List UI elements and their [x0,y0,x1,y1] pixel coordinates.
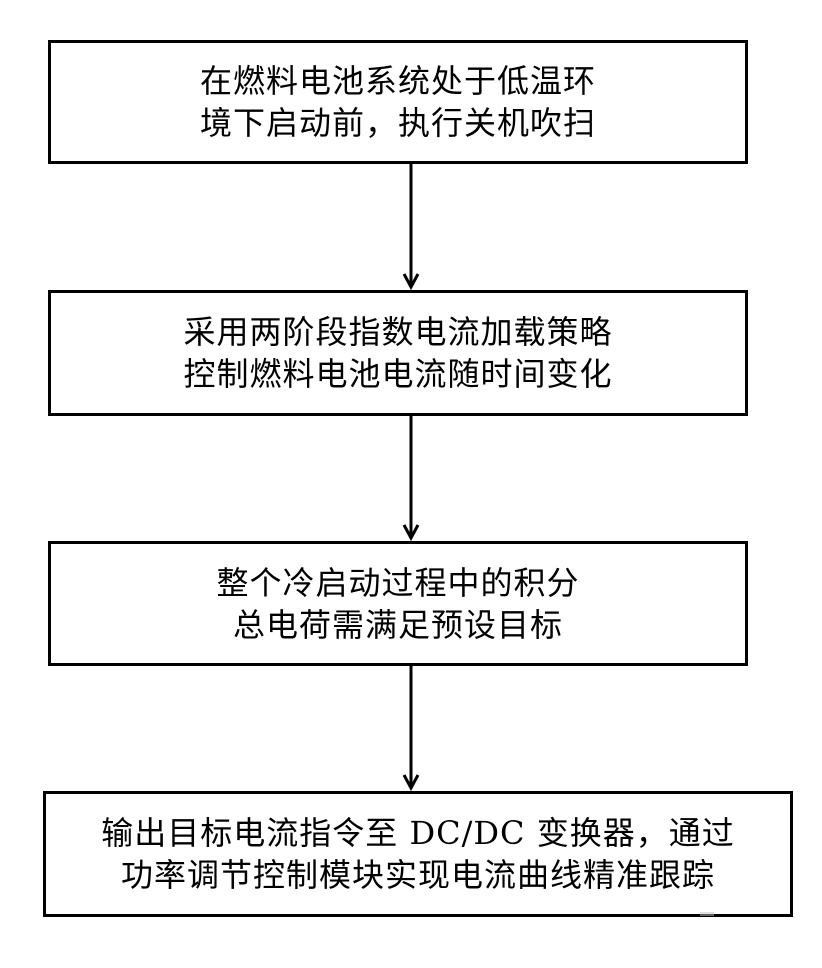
scan-artifact [700,912,714,916]
connector-arrow-1 [404,164,418,287]
flow-step-4: 输出目标电流指令至 DC/DC 变换器，通过 功率调节控制模块实现电流曲线精准跟… [43,791,793,917]
flow-step-3-line-2: 总电荷需满足预设目标 [233,604,563,646]
flow-step-4-line-2: 功率调节控制模块实现电流曲线精准跟踪 [121,854,715,896]
flow-step-3: 整个冷启动过程中的积分 总电荷需满足预设目标 [48,541,748,666]
connector-arrow-2 [404,416,418,538]
flow-step-3-line-1: 整个冷启动过程中的积分 [216,562,579,604]
connector-arrow-3 [404,666,418,788]
flow-step-1-line-2: 境下启动前，执行关机吹扫 [200,102,596,144]
flow-step-1-line-1: 在燃料电池系统处于低温环 [200,60,596,102]
flow-step-2-line-1: 采用两阶段指数电流加载策略 [183,311,612,353]
flow-step-1: 在燃料电池系统处于低温环 境下启动前，执行关机吹扫 [48,40,748,164]
flow-step-2: 采用两阶段指数电流加载策略 控制燃料电池电流随时间变化 [48,290,748,416]
flow-step-2-line-2: 控制燃料电池电流随时间变化 [183,353,612,395]
flow-step-4-line-1: 输出目标电流指令至 DC/DC 变换器，通过 [101,812,734,854]
